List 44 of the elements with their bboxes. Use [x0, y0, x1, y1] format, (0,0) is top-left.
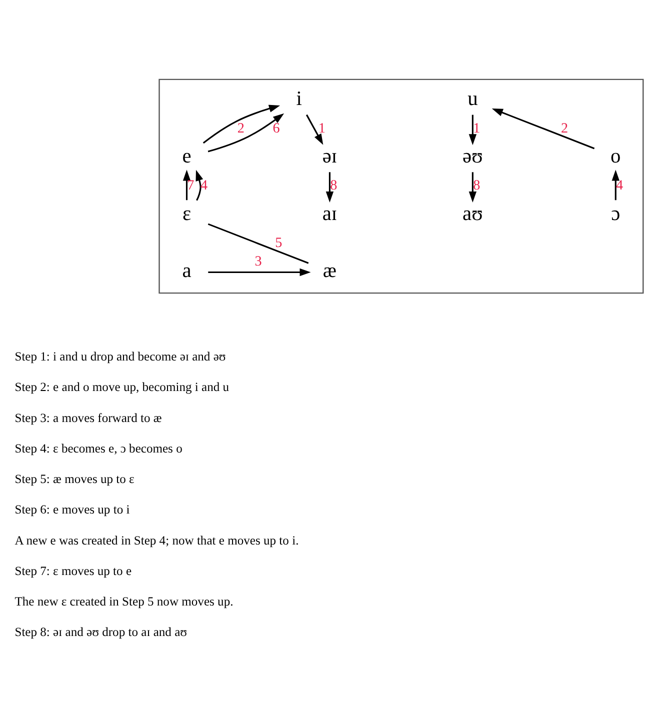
label: Step 6: e moves up to i	[14, 502, 130, 516]
label: Step 8: əɪ and əʊ drop to aɪ and aʊ	[14, 624, 188, 639]
edge-label: 2	[561, 120, 568, 136]
edge-label: 7	[187, 177, 194, 194]
label: Step 5: æ moves up to ɛ	[14, 472, 134, 486]
label: The new ɛ created in Step 5 now moves up.	[14, 594, 234, 608]
edge-label: 8	[473, 177, 480, 194]
node-text: aɪ	[322, 202, 338, 224]
label: Step 3: a moves forward to æ	[14, 410, 162, 424]
edge-label: 6	[272, 120, 280, 136]
arrow	[306, 114, 324, 144]
cluster	[158, 78, 644, 294]
edge-label: 2	[237, 120, 244, 136]
node-text: u	[468, 88, 478, 110]
arrow	[182, 169, 191, 200]
node-text: o	[610, 145, 621, 168]
arrow	[196, 169, 204, 200]
node-text: i	[296, 88, 302, 110]
edge-label: 8	[330, 177, 338, 194]
label: Step 7: ɛ moves up to e	[14, 563, 132, 578]
node-text: æ	[322, 260, 337, 282]
node-text: ɛ	[182, 202, 192, 224]
edge-label: 1	[318, 120, 326, 136]
arrow	[326, 172, 334, 202]
edge-label: 5	[275, 234, 282, 251]
arrow	[468, 114, 477, 145]
label: Step 1: i and u drop and become əɪ and əʊ	[14, 348, 226, 363]
label: Step 2: e and o move up, becoming i and u	[14, 380, 230, 394]
arrow	[208, 268, 311, 276]
label: A new e was created in Step 4; now that e moves up to i.	[14, 532, 299, 547]
node-text: a	[182, 260, 192, 282]
node-text: əɪ	[322, 145, 338, 168]
arrow	[468, 172, 477, 202]
edge-label: 1	[473, 120, 480, 136]
arrow	[492, 108, 595, 149]
label: Step 4: ɛ becomes e, ɔ becomes o	[14, 440, 182, 455]
arrow	[202, 104, 280, 144]
edge-label: 3	[254, 253, 262, 270]
connector	[208, 222, 309, 264]
node-text: əʊ	[462, 145, 483, 168]
node-text: aʊ	[462, 202, 483, 224]
node-text: e	[182, 145, 192, 168]
arrow	[208, 112, 284, 152]
node-text: ɔ	[611, 202, 620, 224]
